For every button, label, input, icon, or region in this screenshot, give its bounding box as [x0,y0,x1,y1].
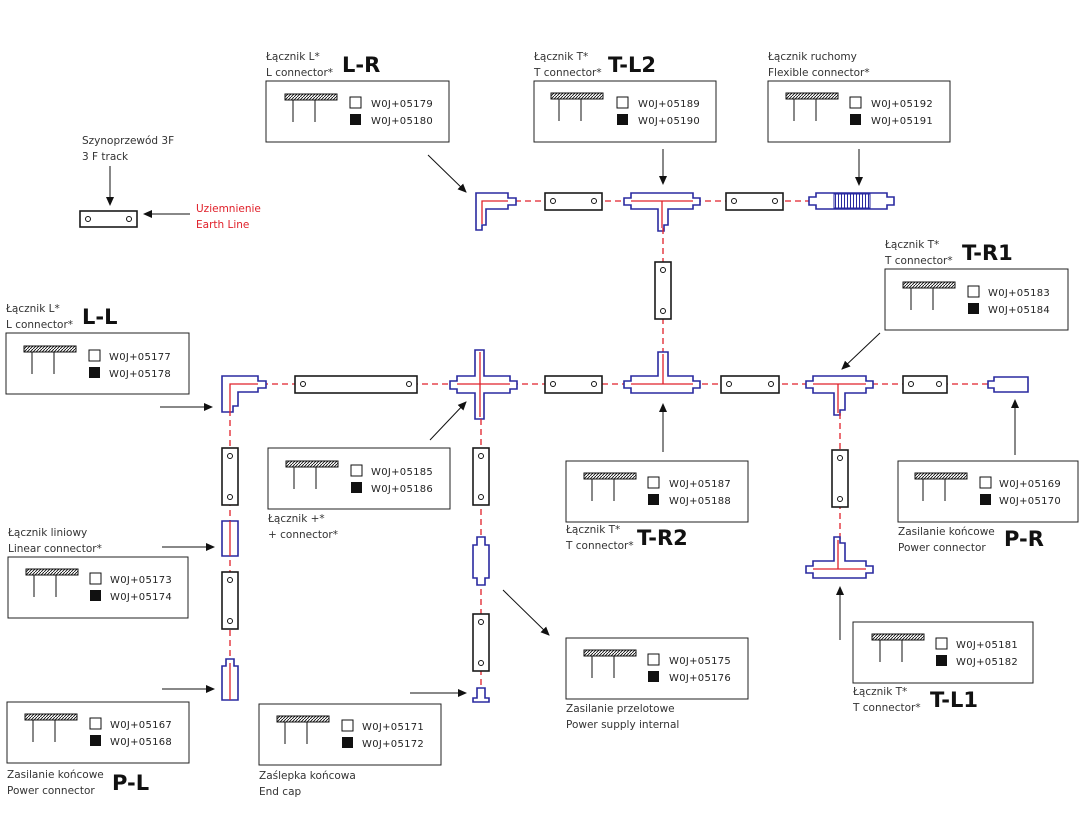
svg-text:W0J+05186: W0J+05186 [371,484,433,495]
svg-text:T-L1: T-L1 [930,688,978,712]
svg-text:W0J+05185: W0J+05185 [371,467,433,478]
svg-text:T-R1: T-R1 [962,241,1013,265]
svg-text:Łącznik T*: Łącznik T* [884,239,939,251]
svg-text:Flexible connector*: Flexible connector* [768,67,870,79]
svg-text:L-R: L-R [342,53,380,77]
svg-text:Łącznik T*: Łącznik T* [533,51,588,63]
product-box-tr1: W0J+05183 W0J+05184 [884,268,1069,331]
svg-text:W0J+05170: W0J+05170 [999,496,1061,507]
svg-text:W0J+05182: W0J+05182 [956,657,1018,668]
svg-text:W0J+05177: W0J+05177 [109,352,171,363]
svg-text:Łącznik +*: Łącznik +* [267,513,325,525]
svg-text:L-L: L-L [82,305,117,329]
svg-text:Power connector: Power connector [898,542,986,554]
l-connector-lr [475,192,517,231]
label-lr: Łącznik L* L connector* L-R [265,51,380,79]
svg-text:W0J+05175: W0J+05175 [669,656,731,667]
svg-text:W0J+05179: W0J+05179 [371,99,433,110]
svg-text:W0J+05190: W0J+05190 [638,116,700,127]
svg-text:W0J+05178: W0J+05178 [109,369,171,380]
svg-text:Zasilanie końcowe: Zasilanie końcowe [7,769,104,781]
svg-text:L connector*: L connector* [266,67,333,79]
svg-text:W0J+05181: W0J+05181 [956,640,1018,651]
svg-text:W0J+05191: W0J+05191 [871,116,933,127]
svg-text:Linear connector*: Linear connector* [8,543,102,555]
power-supply-internal [472,536,490,586]
product-box-lin: W0J+05173 W0J+05174 [7,556,189,619]
svg-text:W0J+05176: W0J+05176 [669,673,731,684]
svg-text:Zasilanie przelotowe: Zasilanie przelotowe [566,703,675,715]
product-box-tr2: W0J+05187 W0J+05188 Łącznik T* T connect… [565,460,749,552]
product-box-psi: W0J+05175 W0J+05176 Zasilanie przelotowe… [565,637,749,731]
svg-text:Łącznik T*: Łącznik T* [852,686,907,698]
svg-text:End cap: End cap [259,786,301,798]
product-box-lr: W0J+05179 W0J+05180 [265,80,450,143]
svg-text:T connector*: T connector* [565,540,634,552]
svg-text:P-R: P-R [1004,527,1044,551]
svg-text:L connector*: L connector* [6,319,73,331]
svg-text:W0J+05180: W0J+05180 [371,116,433,127]
svg-text:W0J+05167: W0J+05167 [110,720,172,731]
svg-text:T-L2: T-L2 [608,53,656,77]
svg-text:W0J+05183: W0J+05183 [988,288,1050,299]
product-box-pl: W0J+05167 W0J+05168 Zasilanie końcowe Po… [6,701,190,797]
t-connector-tr1 [805,375,874,416]
product-box-plus: W0J+05185 W0J+05186 Łącznik +* + connect… [267,447,451,541]
end-cap [472,687,490,703]
svg-text:Zaślepka końcowa: Zaślepka końcowa [259,770,356,782]
product-box-tl1: W0J+05181 W0J+05182 Łącznik T* T connect… [852,621,1034,714]
svg-text:W0J+05187: W0J+05187 [669,479,731,490]
product-box-cap: W0J+05171 W0J+05172 Zaślepka końcowa End… [258,703,442,798]
label-tl2: Łącznik T* T connector* T-L2 [533,51,656,79]
svg-text:W0J+05184: W0J+05184 [988,305,1050,316]
svg-text:Power connector: Power connector [7,785,95,797]
svg-text:3 F track: 3 F track [82,151,129,163]
svg-text:T-R2: T-R2 [637,526,688,550]
label-ll: Łącznik L* L connector* L-L [5,303,117,331]
svg-text:Łącznik T*: Łącznik T* [565,524,620,536]
svg-text:Szynoprzewód 3F: Szynoprzewód 3F [82,135,174,147]
svg-text:W0J+05172: W0J+05172 [362,739,424,750]
svg-text:T connector*: T connector* [852,702,921,714]
product-box-flex: W0J+05192 W0J+05191 [767,80,951,143]
svg-text:Łącznik L*: Łącznik L* [265,51,320,63]
product-box-ll: W0J+05177 W0J+05178 [5,332,190,395]
track-label: Szynoprzewód 3F 3 F track [79,135,174,228]
svg-text:Earth Line: Earth Line [196,219,249,231]
svg-text:T connector*: T connector* [884,255,953,267]
svg-text:W0J+05173: W0J+05173 [110,575,172,586]
svg-text:W0J+05188: W0J+05188 [669,496,731,507]
svg-text:Łącznik L*: Łącznik L* [5,303,60,315]
svg-text:W0J+05168: W0J+05168 [110,737,172,748]
svg-text:Łącznik ruchomy: Łącznik ruchomy [767,51,857,63]
product-box-pr: W0J+05169 W0J+05170 Zasilanie końcowe Po… [897,460,1079,554]
svg-text:W0J+05174: W0J+05174 [110,592,172,603]
l-connector-ll [221,375,267,413]
svg-text:W0J+05189: W0J+05189 [638,99,700,110]
product-box-tl2: W0J+05189 W0J+05190 [533,80,717,143]
t-connector-tr2 [623,351,701,394]
t-connector-tl1 [805,536,874,579]
svg-text:W0J+05192: W0J+05192 [871,99,933,110]
svg-text:W0J+05169: W0J+05169 [999,479,1061,490]
power-connector-pr [987,376,1029,393]
svg-text:Łącznik liniowy: Łącznik liniowy [7,527,87,539]
svg-text:Uziemnienie: Uziemnienie [196,203,261,215]
svg-text:Power supply internal: Power supply internal [566,719,679,731]
svg-text:T connector*: T connector* [533,67,602,79]
label-lin: Łącznik liniowy Linear connector* [7,527,102,555]
svg-text:+ connector*: + connector* [268,529,338,541]
earth-label: Uziemnienie Earth Line [143,203,261,231]
svg-text:Zasilanie końcowe: Zasilanie końcowe [898,526,995,538]
label-flex: Łącznik ruchomy Flexible connector* [767,51,870,79]
label-tr1: Łącznik T* T connector* T-R1 [884,239,1013,267]
svg-text:W0J+05171: W0J+05171 [362,722,424,733]
svg-text:P-L: P-L [112,771,149,795]
